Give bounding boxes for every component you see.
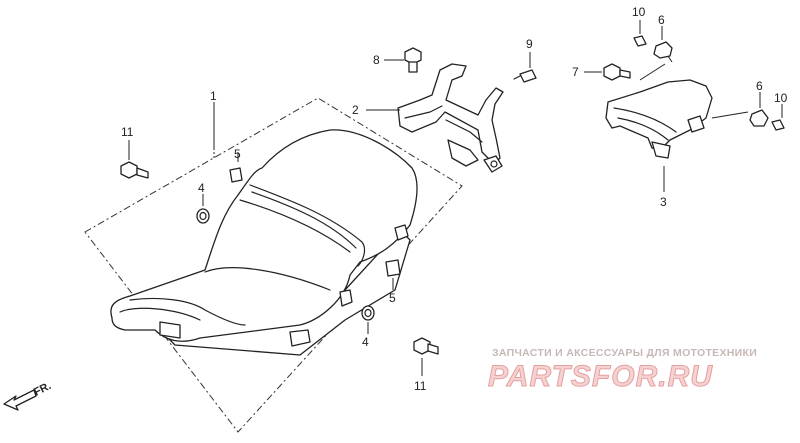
front-direction-arrow-icon <box>3 389 37 411</box>
callout-8: 8 <box>373 53 380 67</box>
callout-9: 9 <box>526 37 533 51</box>
bolt-upper-left <box>120 161 149 179</box>
pad-lower <box>385 259 401 277</box>
screw-9 <box>513 69 537 83</box>
callout-11-lower: 11 <box>414 379 427 393</box>
callout-6-right: 6 <box>756 79 763 93</box>
callout-7: 7 <box>572 65 579 79</box>
seat-assembly-boundary <box>84 97 463 433</box>
callout-2: 2 <box>352 103 359 117</box>
callout-10-right: 10 <box>774 91 788 105</box>
collar-6-upper <box>653 41 673 59</box>
callout-3: 3 <box>660 195 667 209</box>
pad-upper <box>229 167 243 183</box>
bolt-lower <box>413 337 439 355</box>
callout-5-lower: 5 <box>389 291 396 305</box>
collar-6-right <box>749 109 769 127</box>
leader-lines <box>128 20 783 376</box>
watermark-logo: PARTSFOR.RU <box>488 360 713 393</box>
front-direction-label: FR. <box>32 380 53 399</box>
rear-cover-part <box>605 79 713 159</box>
callout-4-upper: 4 <box>198 181 205 195</box>
bolt-7 <box>603 63 631 81</box>
bolt-10-right <box>771 119 785 131</box>
bolt-8 <box>404 47 422 73</box>
watermark-tagline: ЗАПЧАСТИ И АКСЕССУАРЫ ДЛЯ МОТОТЕХНИКИ <box>492 347 757 359</box>
grommet-upper <box>196 208 210 224</box>
grommet-lower <box>361 305 375 321</box>
callout-5-upper: 5 <box>234 147 241 161</box>
callout-11-upper: 11 <box>121 125 134 139</box>
callout-6-upper: 6 <box>658 13 665 27</box>
bolt-10-upper <box>633 35 647 47</box>
callout-1: 1 <box>210 89 217 103</box>
callout-4-lower: 4 <box>362 335 369 349</box>
seat-part <box>110 129 418 356</box>
bracket-part <box>397 63 504 173</box>
callout-10-upper: 10 <box>632 5 646 19</box>
